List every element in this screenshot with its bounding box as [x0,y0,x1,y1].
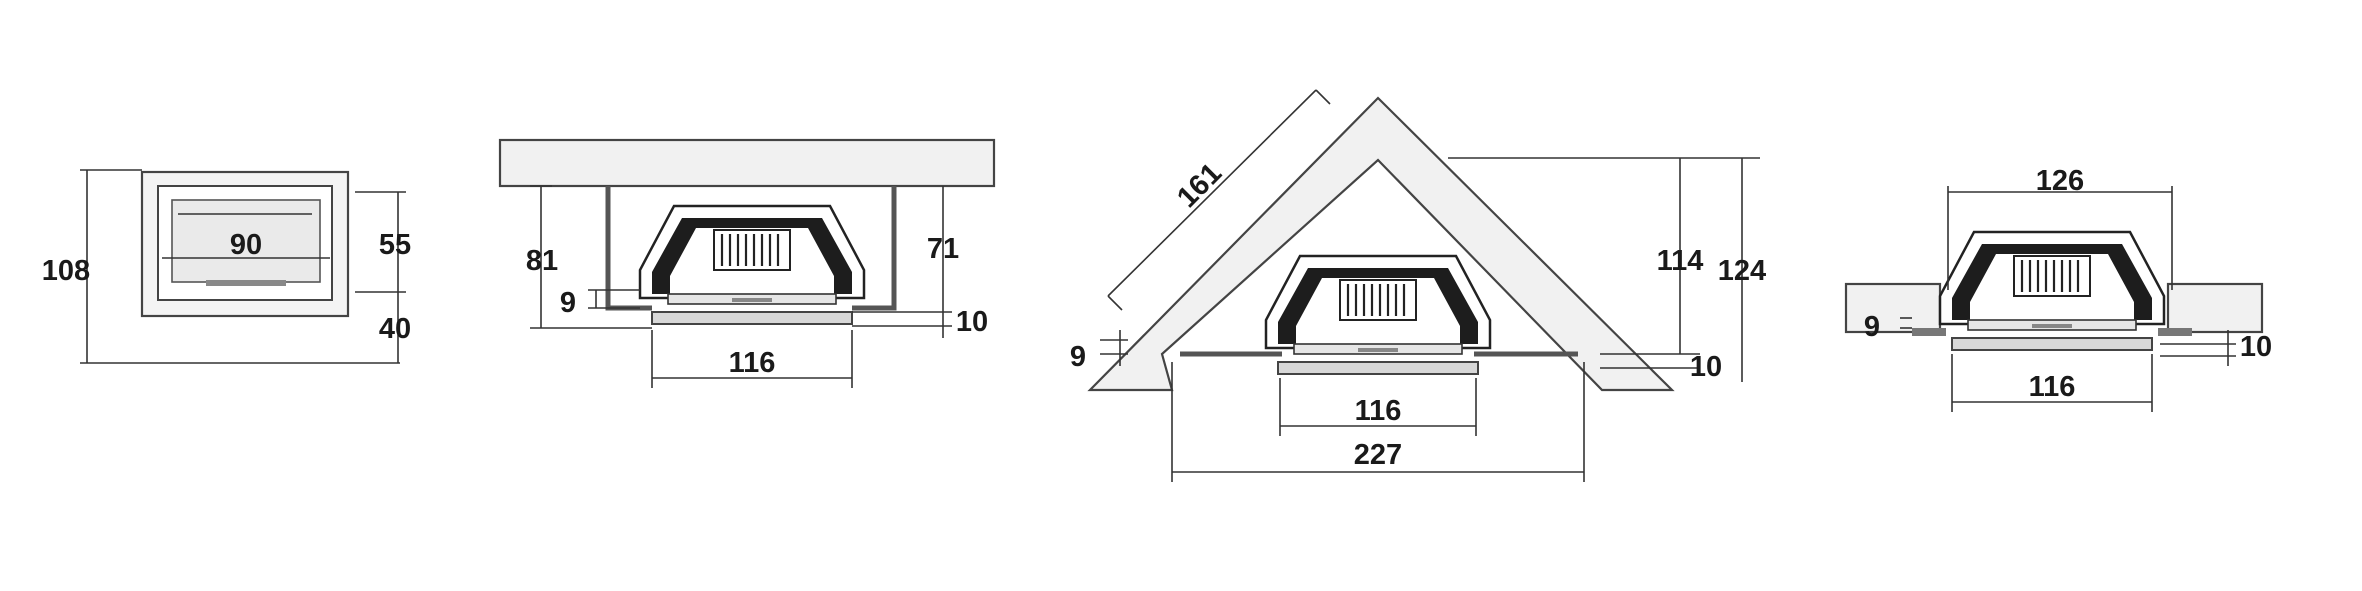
upper-label: 55 [379,229,411,261]
offset-label: 9 [560,287,576,319]
depth-label: 10 [2240,331,2272,363]
outer-width-label: 227 [1354,439,1402,471]
width-label: 90 [230,229,262,261]
right-wall-block [2166,282,2264,334]
offset-label: 9 [1864,311,1880,343]
corner-installation-diagram: 161 9 114 124 10 116 227 [1070,89,1766,482]
wall-slab [498,138,996,188]
left-height-label: 81 [526,245,558,277]
corner-walls [1087,96,1675,392]
flush-installation-diagram: 126 9 10 116 [1844,165,2272,412]
right-height-label: 71 [927,233,959,265]
firebox-base [206,280,286,286]
inner-width-label: 116 [1355,395,1402,427]
outer-height-label: 124 [1718,255,1766,287]
front-view-diagram: 108 90 55 40 [42,169,411,364]
fireplace-insert [638,204,866,326]
fireplace-insert [1264,254,1492,376]
inner-height-label: 114 [1657,245,1704,277]
diagonal-label: 161 [1171,157,1228,214]
hood-right [852,186,897,311]
depth-label: 10 [956,306,988,338]
offset-label: 9 [1070,341,1086,373]
lower-label: 40 [379,313,411,345]
wall-installation-diagram: 81 9 71 10 116 [498,138,996,388]
top-width-label: 126 [2036,165,2084,197]
depth-label: 10 [1690,351,1722,383]
width-label: 116 [729,347,776,379]
right-flange [2158,328,2192,336]
fireplace-insert [1938,230,2166,352]
width-label: 116 [2029,371,2076,403]
left-wall-block [1844,282,1942,334]
left-flange [1912,328,1946,336]
height-label: 108 [42,255,90,287]
